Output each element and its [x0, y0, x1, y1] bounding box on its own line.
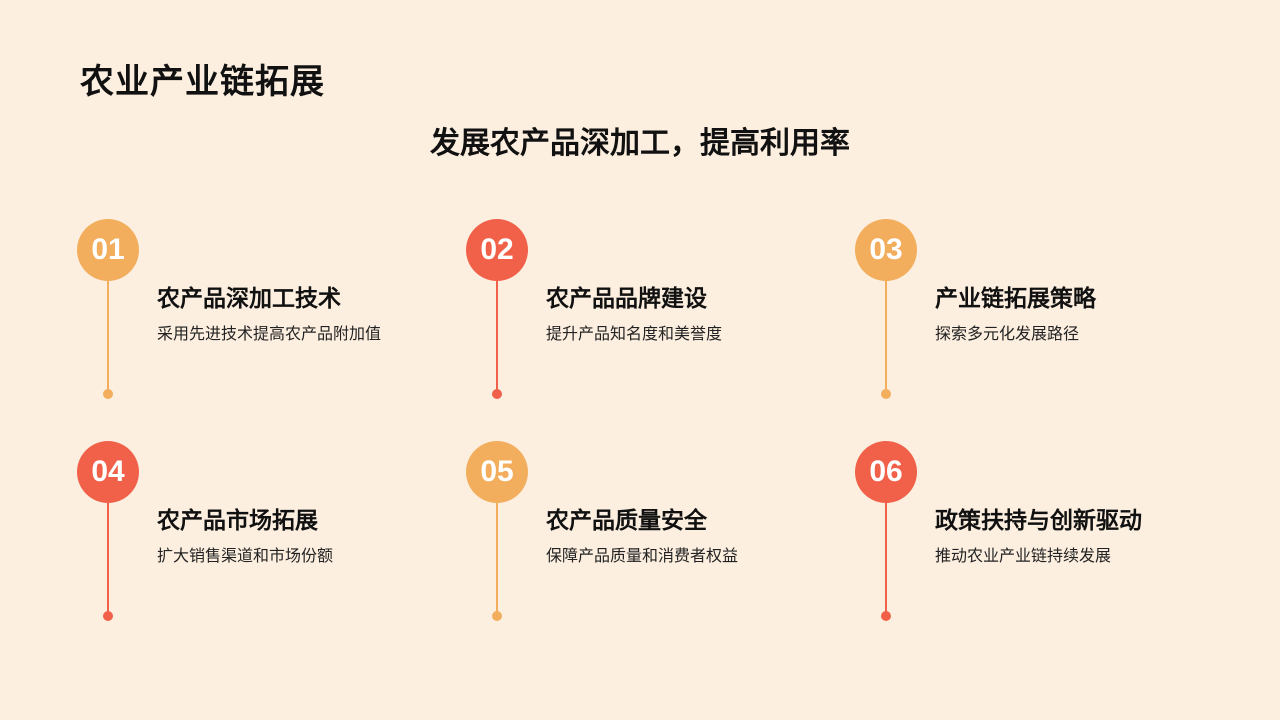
item-title: 农产品深加工技术	[157, 286, 341, 312]
item-01: 01 农产品深加工技术 采用先进技术提高农产品附加值	[77, 219, 437, 419]
page-subtitle: 发展农产品深加工，提高利用率	[430, 126, 850, 161]
item-number-badge: 02	[466, 219, 528, 281]
item-05: 05 农产品质量安全 保障产品质量和消费者权益	[466, 441, 826, 641]
item-description: 扩大销售渠道和市场份额	[157, 546, 334, 565]
item-title: 产业链拓展策略	[935, 286, 1096, 312]
connector-dot	[103, 611, 113, 621]
item-title: 农产品市场拓展	[157, 508, 318, 534]
item-number-badge: 06	[855, 441, 917, 503]
page-title: 农业产业链拓展	[80, 62, 325, 102]
connector-line	[496, 503, 498, 615]
item-04: 04 农产品市场拓展 扩大销售渠道和市场份额	[77, 441, 437, 641]
item-title: 农产品品牌建设	[546, 286, 707, 312]
item-number-badge: 01	[77, 219, 139, 281]
item-number-badge: 03	[855, 219, 917, 281]
item-number-badge: 05	[466, 441, 528, 503]
item-description: 推动农业产业链持续发展	[935, 546, 1112, 565]
item-03: 03 产业链拓展策略 探索多元化发展路径	[855, 219, 1215, 419]
item-06: 06 政策扶持与创新驱动 推动农业产业链持续发展	[855, 441, 1215, 641]
connector-dot	[492, 389, 502, 399]
connector-dot	[492, 611, 502, 621]
connector-line	[107, 503, 109, 615]
connector-dot	[103, 389, 113, 399]
connector-dot	[881, 611, 891, 621]
connector-dot	[881, 389, 891, 399]
item-02: 02 农产品品牌建设 提升产品知名度和美誉度	[466, 219, 826, 419]
item-title: 政策扶持与创新驱动	[935, 508, 1142, 534]
connector-line	[885, 503, 887, 615]
connector-line	[107, 281, 109, 393]
connector-line	[496, 281, 498, 393]
item-description: 探索多元化发展路径	[935, 324, 1080, 343]
item-description: 采用先进技术提高农产品附加值	[157, 324, 382, 343]
connector-line	[885, 281, 887, 393]
item-description: 提升产品知名度和美誉度	[546, 324, 723, 343]
item-title: 农产品质量安全	[546, 508, 707, 534]
item-description: 保障产品质量和消费者权益	[546, 546, 739, 565]
item-number-badge: 04	[77, 441, 139, 503]
